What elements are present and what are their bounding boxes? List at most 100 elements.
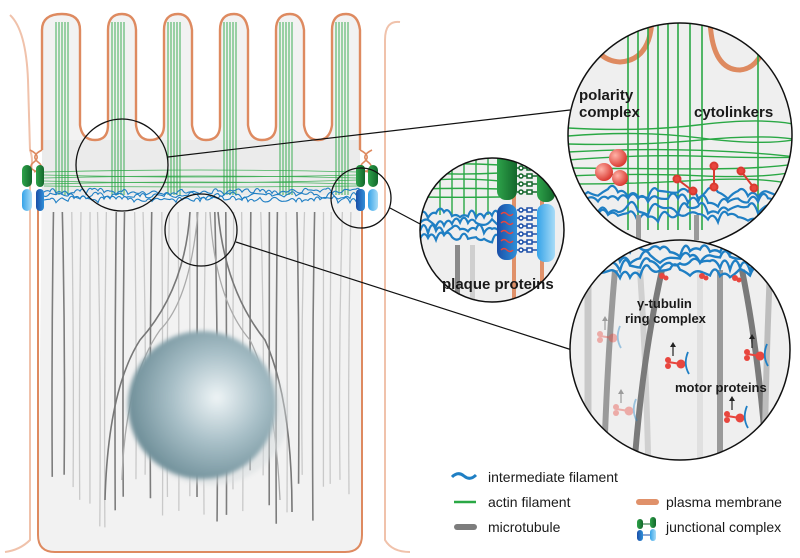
junction-icon bbox=[637, 517, 656, 541]
motor-protein bbox=[613, 404, 619, 410]
magnifier-apical bbox=[75, 118, 169, 212]
label-plaque-proteins: plaque proteins bbox=[442, 276, 554, 293]
microtubule bbox=[121, 211, 199, 481]
intermediate-filament bbox=[568, 192, 792, 209]
gamma-tubulin-ring bbox=[659, 273, 665, 279]
microtubule bbox=[275, 211, 279, 524]
microtubule bbox=[51, 211, 55, 477]
gamma-tubulin-ring bbox=[736, 277, 742, 283]
microtubule bbox=[114, 211, 118, 511]
plasma-membrane bbox=[40, 12, 362, 150]
connector-junction bbox=[389, 207, 423, 226]
cadherin-link bbox=[526, 189, 533, 195]
cargo bbox=[632, 398, 638, 422]
gamma-tubulin-ring bbox=[703, 275, 709, 281]
plaque-protein bbox=[500, 247, 514, 253]
cadherin-link bbox=[526, 158, 533, 163]
motor-protein bbox=[735, 413, 745, 423]
intermediate-filament-band bbox=[43, 187, 363, 205]
arrow-up-icon bbox=[670, 342, 676, 347]
motor-protein bbox=[676, 359, 686, 369]
microtubule bbox=[296, 211, 300, 484]
desmosome-link bbox=[518, 247, 524, 253]
microtubule bbox=[311, 211, 316, 521]
arrow-up-icon bbox=[729, 396, 735, 401]
cadherin-link bbox=[526, 181, 533, 187]
label-polarity-line2: complex bbox=[579, 104, 641, 121]
cargo bbox=[743, 405, 749, 429]
desmosome-link bbox=[518, 239, 524, 245]
desmosome-link bbox=[526, 247, 533, 253]
callout-junction: plaque proteins bbox=[419, 157, 565, 303]
actin-filament bbox=[568, 132, 792, 144]
magnifier-junction bbox=[330, 167, 392, 229]
apical-cytoplasm-shade bbox=[42, 140, 360, 195]
motor-protein bbox=[724, 396, 749, 429]
cadherin-link bbox=[518, 189, 524, 195]
legend-item-actin-filament: actin filament bbox=[454, 494, 571, 510]
wavy-line-icon bbox=[450, 472, 478, 480]
gamma-tubulin-ring bbox=[732, 275, 738, 281]
desmosome-link bbox=[518, 223, 524, 229]
motor-protein bbox=[744, 355, 750, 361]
desmosome-link bbox=[518, 207, 524, 213]
legend-item-plasma-membrane: plasma membrane bbox=[636, 494, 782, 510]
microtubule bbox=[103, 211, 108, 528]
microtubule bbox=[104, 211, 191, 501]
desmosome-link bbox=[526, 223, 533, 229]
intermediate-filament bbox=[43, 195, 363, 205]
desmosome-link bbox=[526, 215, 533, 221]
motor-protein bbox=[665, 342, 690, 375]
motor-protein bbox=[599, 335, 614, 339]
cadherin-link bbox=[518, 181, 524, 187]
desmosome-link bbox=[526, 207, 533, 213]
intermediate-filament bbox=[599, 263, 771, 281]
neighbor-membrane-left bbox=[4, 14, 33, 553]
label-cytolinkers: cytolinkers bbox=[694, 104, 773, 121]
terminal-web bbox=[43, 169, 359, 188]
plaque-protein bbox=[500, 211, 514, 217]
microtubule bbox=[78, 211, 82, 500]
motor-protein bbox=[665, 363, 671, 369]
legend-label: microtubule bbox=[488, 519, 561, 535]
connector-apical bbox=[167, 109, 571, 158]
microtubule bbox=[285, 211, 288, 513]
junctional-complex-left bbox=[22, 165, 44, 211]
actin-filament bbox=[568, 120, 792, 131]
magnifier-microtubule bbox=[164, 193, 238, 267]
arrow-up-icon bbox=[749, 334, 755, 339]
motor-protein bbox=[608, 333, 618, 343]
motor-protein bbox=[624, 406, 634, 416]
legend-item-microtubule: microtubule bbox=[454, 519, 561, 535]
motor-protein bbox=[597, 316, 622, 349]
desmosome-link bbox=[518, 215, 524, 221]
motor-protein bbox=[613, 410, 619, 416]
cargo bbox=[684, 351, 690, 375]
arrow-up-icon bbox=[618, 389, 624, 394]
legend-label: actin filament bbox=[488, 494, 571, 510]
motor-protein bbox=[615, 408, 630, 412]
label-gamma-tubulin: γ-tubulin bbox=[637, 296, 692, 311]
intermediate-filament bbox=[420, 223, 509, 238]
cadherin-link bbox=[518, 158, 524, 163]
intermediate-filament bbox=[568, 184, 792, 201]
desmosome-link bbox=[518, 231, 524, 237]
plaque-protein bbox=[500, 220, 514, 226]
motor-protein bbox=[613, 389, 638, 422]
motor-protein bbox=[665, 357, 671, 363]
actin-filament bbox=[568, 136, 792, 146]
main-cell bbox=[4, 12, 411, 553]
cargo bbox=[763, 343, 769, 367]
microtubule bbox=[71, 211, 75, 488]
intermediate-filament bbox=[420, 231, 509, 244]
microtubule bbox=[329, 211, 332, 484]
cadherin-link bbox=[518, 165, 524, 171]
motor-protein bbox=[597, 331, 603, 337]
desmosome-link bbox=[526, 239, 533, 245]
plaque-protein bbox=[500, 238, 514, 244]
legend-label: intermediate filament bbox=[488, 469, 618, 485]
microtubule bbox=[347, 211, 352, 495]
intermediate-filament bbox=[420, 216, 509, 229]
legend-item-junctional-complex: junctional complex bbox=[637, 517, 781, 541]
